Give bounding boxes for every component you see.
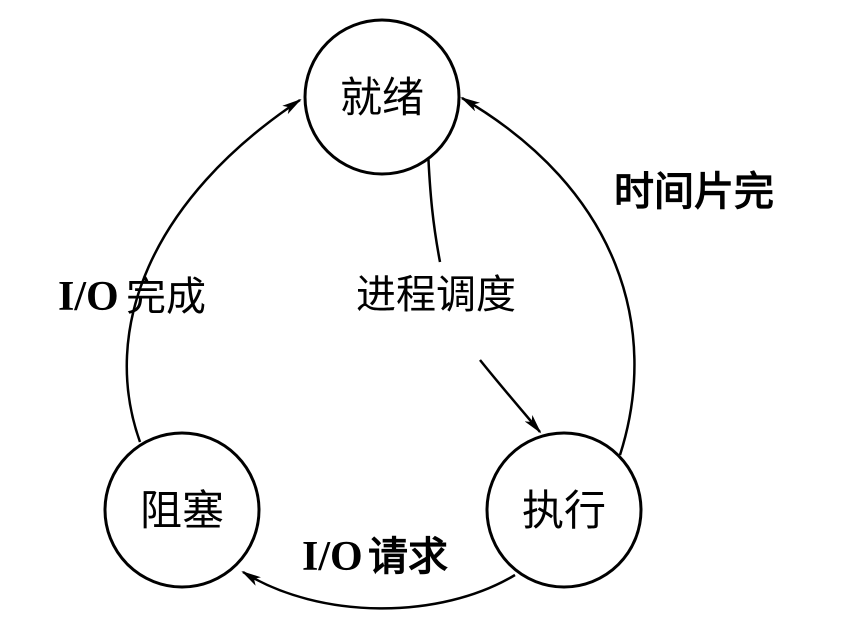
edge-time-slice [460,96,636,456]
state-blocked: 阻塞 [103,431,261,589]
state-blocked-circle [103,431,261,589]
state-running: 执行 [485,431,643,589]
edge-io-complete [125,98,302,443]
edge-schedule-lower [479,359,542,434]
label-io-request: I/O 请求 [302,533,448,580]
label-io-complete-suffix: 完成 [126,274,206,320]
label-time-slice: 时间片完 [614,168,774,215]
state-ready-circle [303,18,461,176]
label-io-complete: I/O 完成 [58,274,206,320]
edge-io-request [241,570,516,610]
state-blocked-label: 阻塞 [140,486,224,535]
label-schedule: 进程调度 [356,272,516,318]
label-io-request-suffix: 请求 [368,533,448,580]
edge-schedule-upper [426,149,442,263]
state-running-label: 执行 [522,486,606,535]
state-running-circle [485,431,643,589]
label-io-complete-prefix: I/O [58,274,119,320]
state-ready: 就绪 [303,18,461,176]
label-io-request-prefix: I/O [302,534,363,580]
state-ready-label: 就绪 [340,73,424,122]
